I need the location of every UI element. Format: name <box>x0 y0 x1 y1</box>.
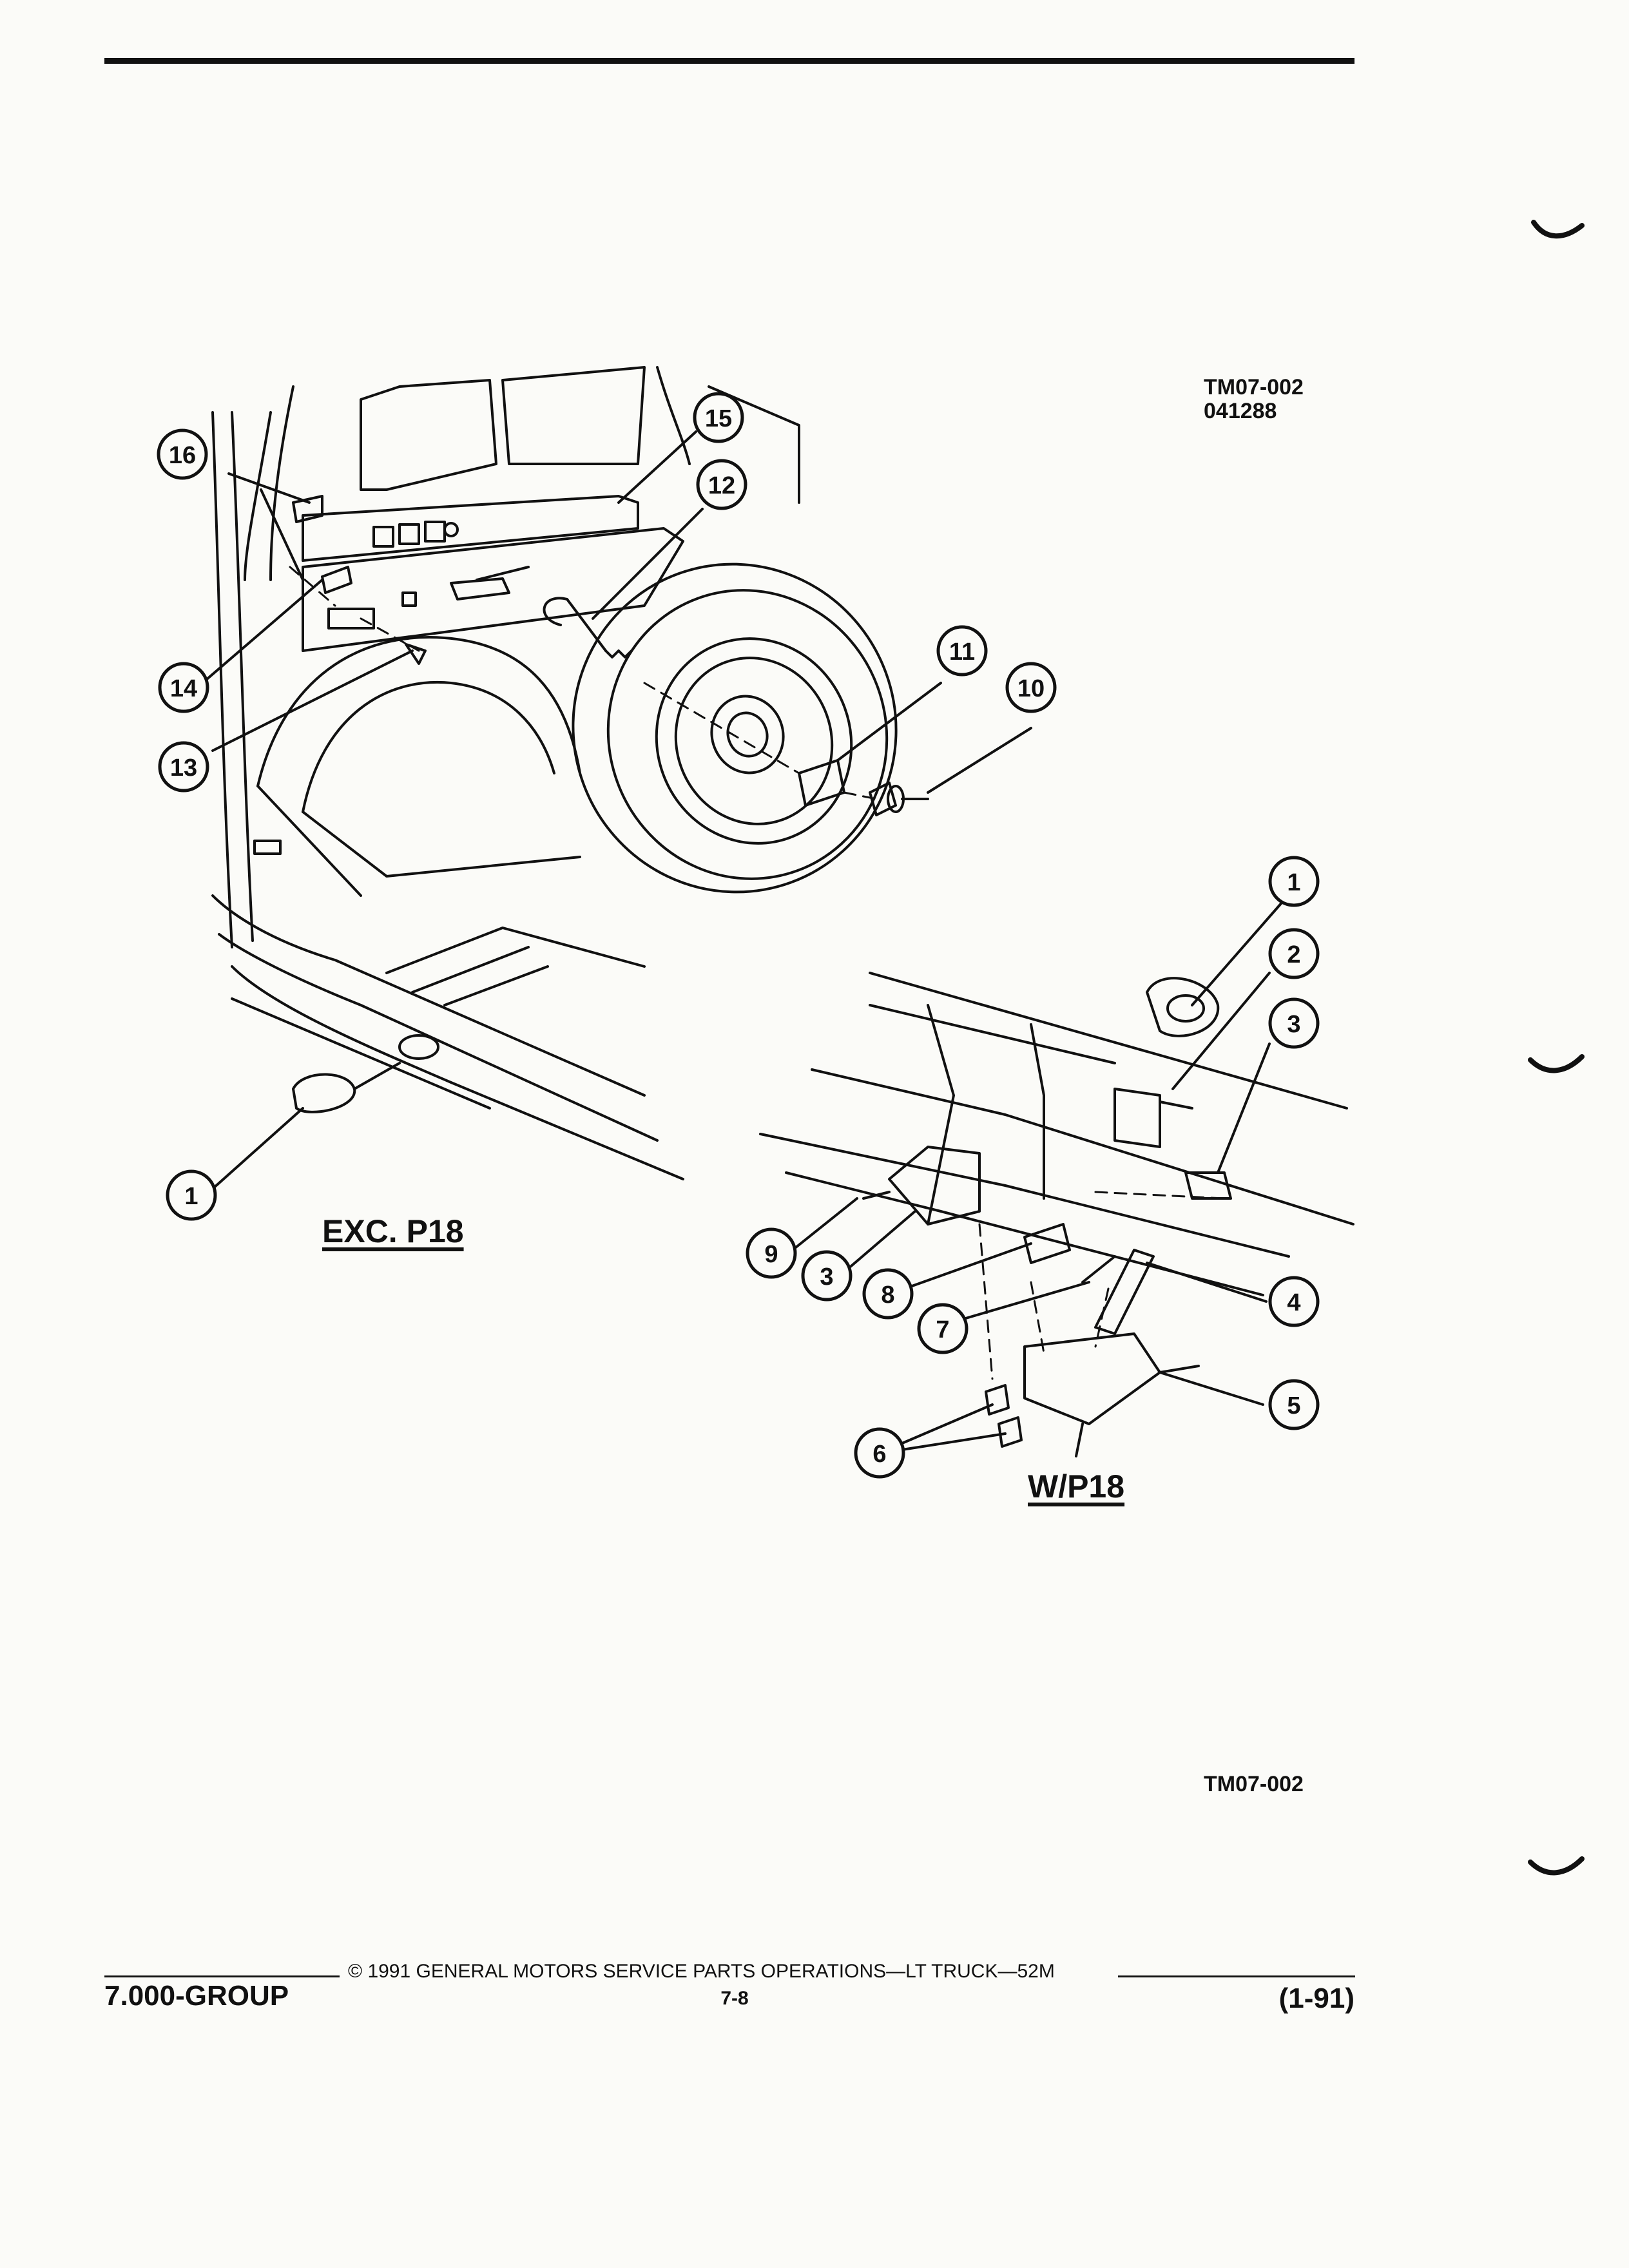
alignment-lines <box>289 566 1226 1380</box>
footer-rule-right <box>1118 1975 1355 1977</box>
callout-12-circle <box>696 459 747 510</box>
callout-1-right: 1 <box>1287 869 1300 896</box>
callout-1-right-circle <box>1268 856 1320 907</box>
callout-14-circle <box>158 662 209 713</box>
callout-3-right-circle <box>1268 997 1320 1049</box>
variant-label-exc-p18: EXC. P18 <box>322 1213 464 1249</box>
figure-ref: TM07-002 <box>1204 375 1304 399</box>
callout-13: 13 <box>170 754 197 782</box>
bolt-drawing <box>405 643 427 665</box>
footer-group: 7.000-GROUP <box>104 1980 289 2012</box>
van-body-drawing <box>211 366 800 1180</box>
callout-11: 11 <box>949 639 975 666</box>
leader-lines <box>205 430 1284 1451</box>
callout-13-circle <box>158 741 209 793</box>
callout-1-left: 1 <box>184 1183 198 1210</box>
callout-8-circle <box>862 1268 914 1320</box>
callout-4-circle <box>1268 1276 1320 1327</box>
callout-2-circle <box>1268 928 1320 979</box>
callout-10-circle <box>1005 662 1057 713</box>
callout-9-circle <box>746 1227 797 1279</box>
callout-3-left-circle <box>801 1250 853 1302</box>
callout-15: 15 <box>705 405 732 432</box>
margin-tick-mark <box>1531 220 1585 239</box>
callout-7-circle <box>917 1303 969 1354</box>
callout-6: 6 <box>872 1441 886 1468</box>
variant-label-w-p18: W/P18 <box>1028 1468 1125 1504</box>
callout-8: 8 <box>881 1282 894 1309</box>
callout-4: 4 <box>1287 1289 1300 1316</box>
spring-drawing <box>604 649 633 658</box>
callout-7: 7 <box>936 1316 949 1343</box>
callout-5: 5 <box>1287 1392 1300 1419</box>
hook-drawing <box>543 597 607 652</box>
callout-14: 14 <box>170 675 197 702</box>
figure-date: 041288 <box>1204 399 1277 423</box>
top-rule <box>104 58 1354 64</box>
callout-12: 12 <box>708 472 735 499</box>
callout-15-circle <box>693 392 744 443</box>
callout-2: 2 <box>1287 941 1300 968</box>
margin-tick-mark <box>1528 1054 1585 1073</box>
callout-circles <box>157 392 1320 1479</box>
callout-10: 10 <box>1017 675 1045 702</box>
callout-16: 16 <box>169 442 196 469</box>
footer-copyright: © 1991 GENERAL MOTORS SERVICE PARTS OPER… <box>348 1961 1055 1982</box>
callout-1-left-circle <box>166 1169 217 1221</box>
callout-3-right: 3 <box>1287 1011 1300 1038</box>
callout-11-circle <box>936 625 988 677</box>
figure-ref-bottom: TM07-002 <box>1204 1772 1304 1796</box>
footer-revision-date: (1-91) <box>1278 1983 1354 2014</box>
callout-5-circle <box>1268 1379 1320 1430</box>
callout-9: 9 <box>764 1241 778 1268</box>
callout-3-left: 3 <box>820 1264 833 1291</box>
footer-rule-left <box>104 1975 340 1977</box>
footer-page-number: 7-8 <box>720 1988 749 2009</box>
spare-tire-drawing <box>572 562 929 894</box>
callout-16-circle <box>157 428 208 480</box>
underbody-drawing <box>759 972 1354 1457</box>
callout-6-circle <box>854 1427 905 1479</box>
margin-tick-mark <box>1528 1856 1585 1876</box>
